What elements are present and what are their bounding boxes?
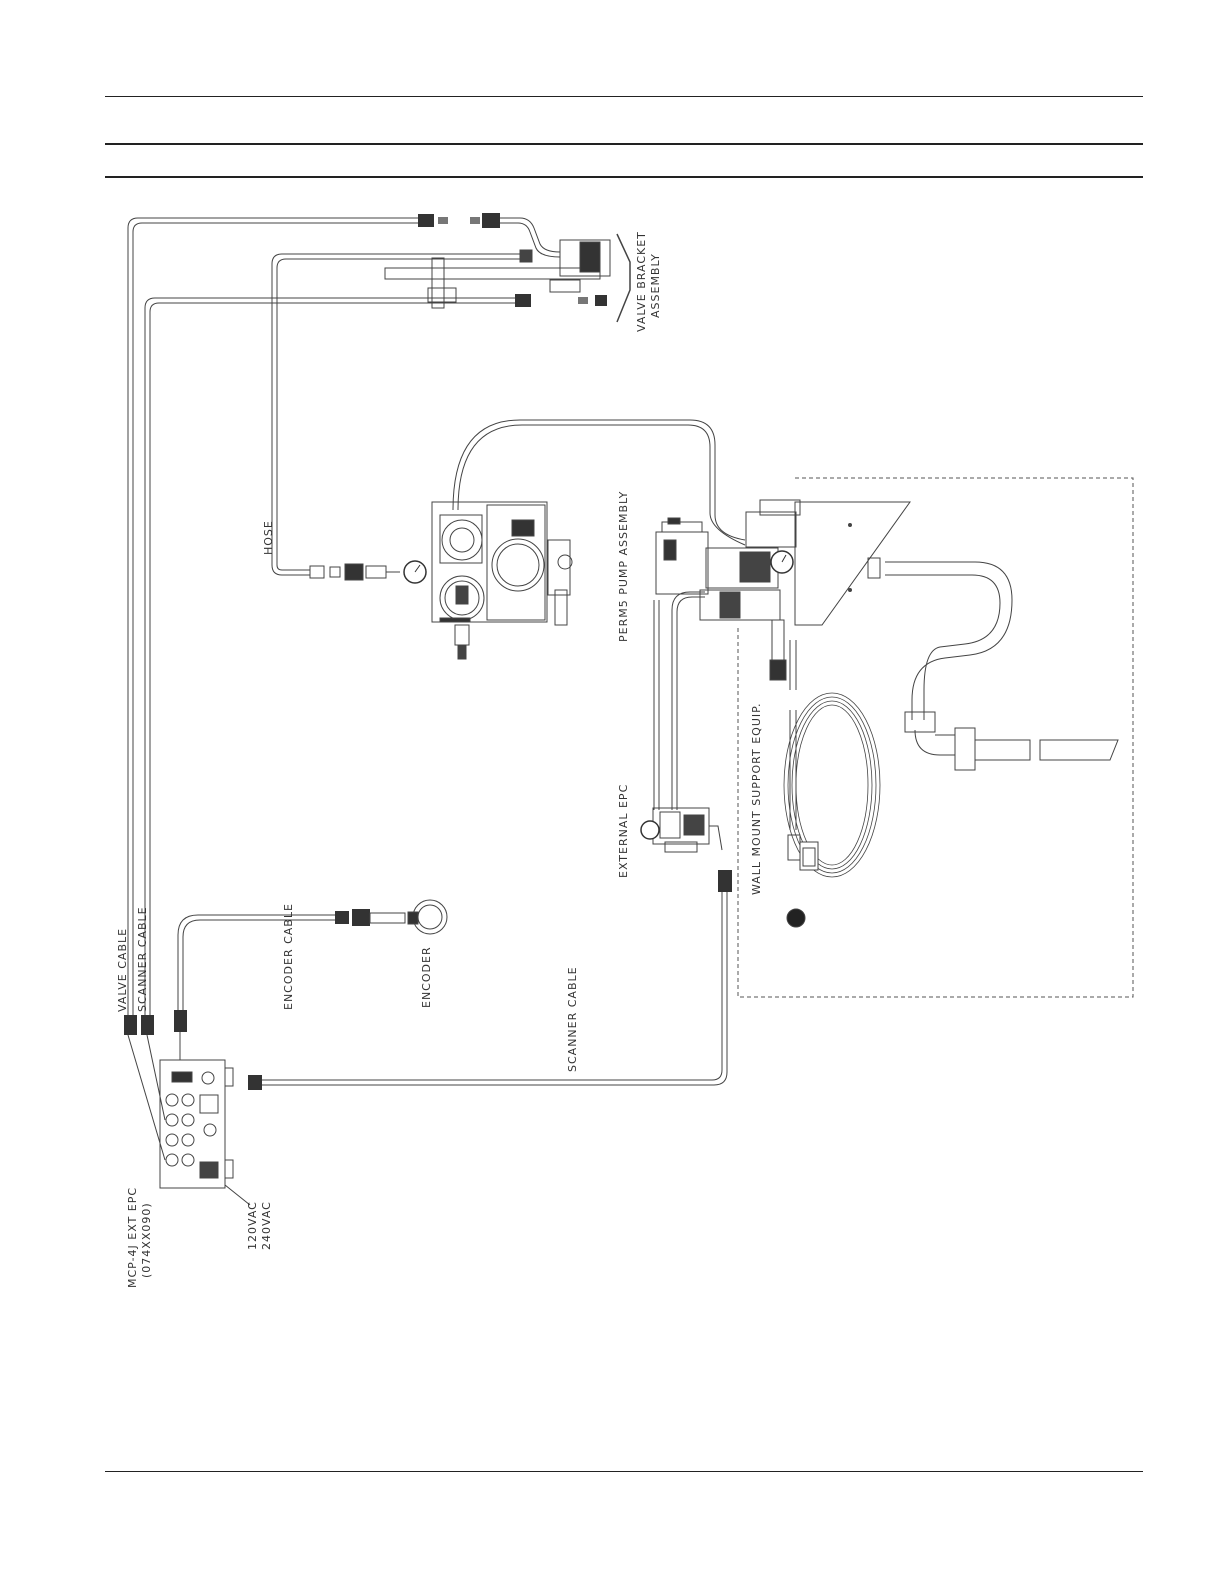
encoder-cable-label: ENCODER CABLE: [282, 903, 295, 1010]
wall-mount-hopper: [770, 502, 910, 680]
svg-text:MCP-4J EXT EPC: MCP-4J EXT EPC: [126, 1187, 139, 1288]
epc-cable-connector: [718, 870, 732, 892]
power-label: 120VAC 240VAC: [246, 1201, 273, 1250]
hose-label: HOSE: [262, 520, 275, 555]
hose-line: [272, 254, 520, 575]
left-cable-connectors: [124, 1010, 262, 1090]
pipe-stub: [905, 712, 1118, 770]
external-epc-label: EXTERNAL EPC: [617, 784, 630, 878]
scanner-cable-label-bottom: SCANNER CABLE: [566, 966, 579, 1072]
epc-gauge-icon: [641, 821, 659, 839]
valve-cable-label: VALVE CABLE: [116, 928, 129, 1012]
svg-text:(074XX090): (074XX090): [140, 1202, 153, 1278]
scanner-cable-label-left: SCANNER CABLE: [136, 906, 149, 1012]
pump-pressure-gauge-icon: [771, 551, 793, 573]
valve-bracket-label: VALVE BRACKET ASSEMBLY: [635, 231, 662, 332]
valve-cable-line: [128, 218, 560, 1015]
scanner-cable-line-bottom: [262, 890, 727, 1085]
encoder-cable-line: [178, 915, 335, 1010]
wall-mount-hoses: [790, 562, 1012, 830]
encoder-icon: [370, 900, 447, 934]
perm5-pump-label: PERM5 PUMP ASSEMBLY: [617, 491, 630, 642]
svg-text:120VAC: 120VAC: [246, 1201, 259, 1250]
pump-hose-loop: [453, 420, 745, 545]
epc-air-lines: [654, 592, 705, 810]
encoder-cable-connector: [335, 909, 370, 926]
svg-text:VALVE BRACKET: VALVE BRACKET: [635, 231, 648, 332]
mcp-controller-unit: [128, 1032, 250, 1205]
hose-fittings: [310, 564, 400, 580]
melter-unit: [432, 502, 572, 659]
pressure-gauge-icon: [404, 561, 426, 583]
svg-text:ASSEMBLY: ASSEMBLY: [649, 253, 662, 318]
wall-mount-label: WALL MOUNT SUPPORT EQUIP.: [750, 702, 763, 895]
valve-cable-connectors: [418, 213, 500, 228]
coiled-air-hose: [784, 693, 880, 877]
external-epc: [653, 808, 722, 852]
filter-regulator: [787, 835, 818, 927]
svg-text:240VAC: 240VAC: [260, 1201, 273, 1250]
scanner-cable-connectors-top: [515, 294, 607, 307]
encoder-label: ENCODER: [420, 946, 433, 1008]
valve-bracket-assembly: [385, 234, 630, 322]
mcp-controller-label: MCP-4J EXT EPC (074XX090): [126, 1187, 153, 1288]
